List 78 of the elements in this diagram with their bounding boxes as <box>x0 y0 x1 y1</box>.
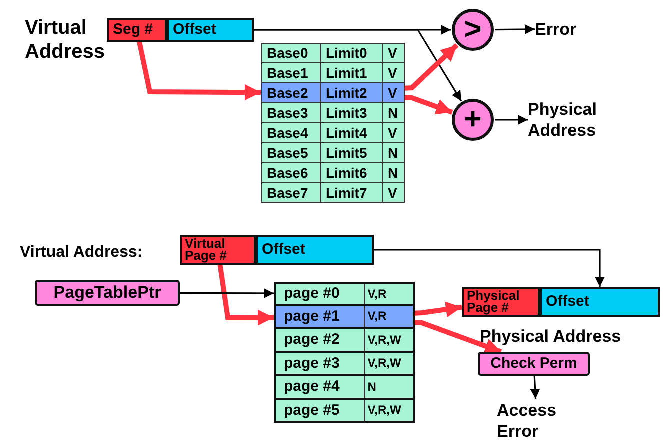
operator-circle: + <box>452 99 494 141</box>
arrow <box>495 115 528 125</box>
address-label: Virtual Address: <box>20 243 144 263</box>
table-entry: Base3 <box>262 103 321 122</box>
arrow <box>414 320 502 354</box>
table-row <box>274 306 415 329</box>
table-entry: page #0 <box>276 284 365 304</box>
table-entry: page #1 <box>276 306 365 327</box>
address-field: Physical Page # <box>462 287 540 317</box>
table-entry: Limit0 <box>321 44 383 62</box>
table-row <box>261 143 405 163</box>
table-row <box>274 400 415 423</box>
table-row <box>261 63 405 83</box>
table-row <box>274 352 415 376</box>
table-entry: Limit5 <box>321 143 383 162</box>
arrow <box>404 95 454 115</box>
table-entry: V <box>387 64 398 82</box>
arrow <box>530 376 540 400</box>
table-row <box>261 103 405 123</box>
table-entry: page #4 <box>276 376 365 398</box>
register-box: Check Perm <box>478 352 590 376</box>
output-text: Access Error <box>497 399 577 443</box>
table-entry: Base1 <box>262 63 321 82</box>
arrow <box>137 41 262 101</box>
table-entry: N <box>387 104 400 122</box>
table-entry: V,R,W <box>366 332 402 349</box>
table-entry: N <box>366 378 378 396</box>
table-entry: Base2 <box>262 83 321 102</box>
table-entry: Limit4 <box>321 123 383 142</box>
table-entry: page #5 <box>276 400 365 421</box>
table-row <box>274 282 415 306</box>
table-entry: N <box>387 144 400 162</box>
table-entry: Limit1 <box>321 63 383 82</box>
address-field: Virtual Page # <box>180 235 256 265</box>
table-entry: Limit7 <box>321 183 383 202</box>
table-entry: V <box>387 184 398 202</box>
output-text: Physical Address <box>528 97 628 143</box>
arrow <box>404 43 459 91</box>
address-field: Offset <box>167 18 254 42</box>
arrow <box>218 264 274 326</box>
table-entry: V,R,W <box>366 402 402 420</box>
address-label: Physical Address <box>480 327 622 347</box>
arrow <box>374 249 605 287</box>
register-box: PageTablePtr <box>35 280 180 306</box>
table-row <box>261 43 405 63</box>
table-entry: V <box>387 44 398 62</box>
table-entry: V,R <box>366 308 388 326</box>
table-entry: Base4 <box>262 123 321 142</box>
table-entry: Limit6 <box>321 163 383 182</box>
table-entry: Base0 <box>262 44 321 62</box>
table-entry: Limit3 <box>321 103 383 122</box>
table-row <box>274 329 415 352</box>
table-entry: Base5 <box>262 143 321 162</box>
arrow <box>254 29 462 102</box>
table-entry: page #3 <box>276 352 365 374</box>
address-field: Offset <box>540 287 660 317</box>
table-entry: V <box>387 84 398 102</box>
arrow <box>495 24 535 34</box>
table-entry: N <box>387 164 400 182</box>
table-row <box>261 83 405 103</box>
table-row <box>274 376 415 400</box>
address-field: Offset <box>256 235 374 265</box>
table-entry: V,R <box>366 286 388 303</box>
table-row <box>261 163 405 183</box>
table-row <box>261 183 405 203</box>
table-row <box>261 123 405 143</box>
table-entry: page #2 <box>276 329 365 350</box>
table-entry: V <box>387 124 398 142</box>
address-label: Virtual Address <box>25 16 106 64</box>
output-text: Error <box>535 17 605 41</box>
table-entry: Base6 <box>262 163 321 182</box>
operator-circle: > <box>452 9 494 51</box>
address-field: Seg # <box>107 18 167 42</box>
table-entry: Limit2 <box>321 83 383 102</box>
arrow <box>414 302 462 318</box>
table-entry: Base7 <box>262 183 321 202</box>
table-entry: V,R,W <box>366 355 402 372</box>
arrow <box>180 288 274 298</box>
